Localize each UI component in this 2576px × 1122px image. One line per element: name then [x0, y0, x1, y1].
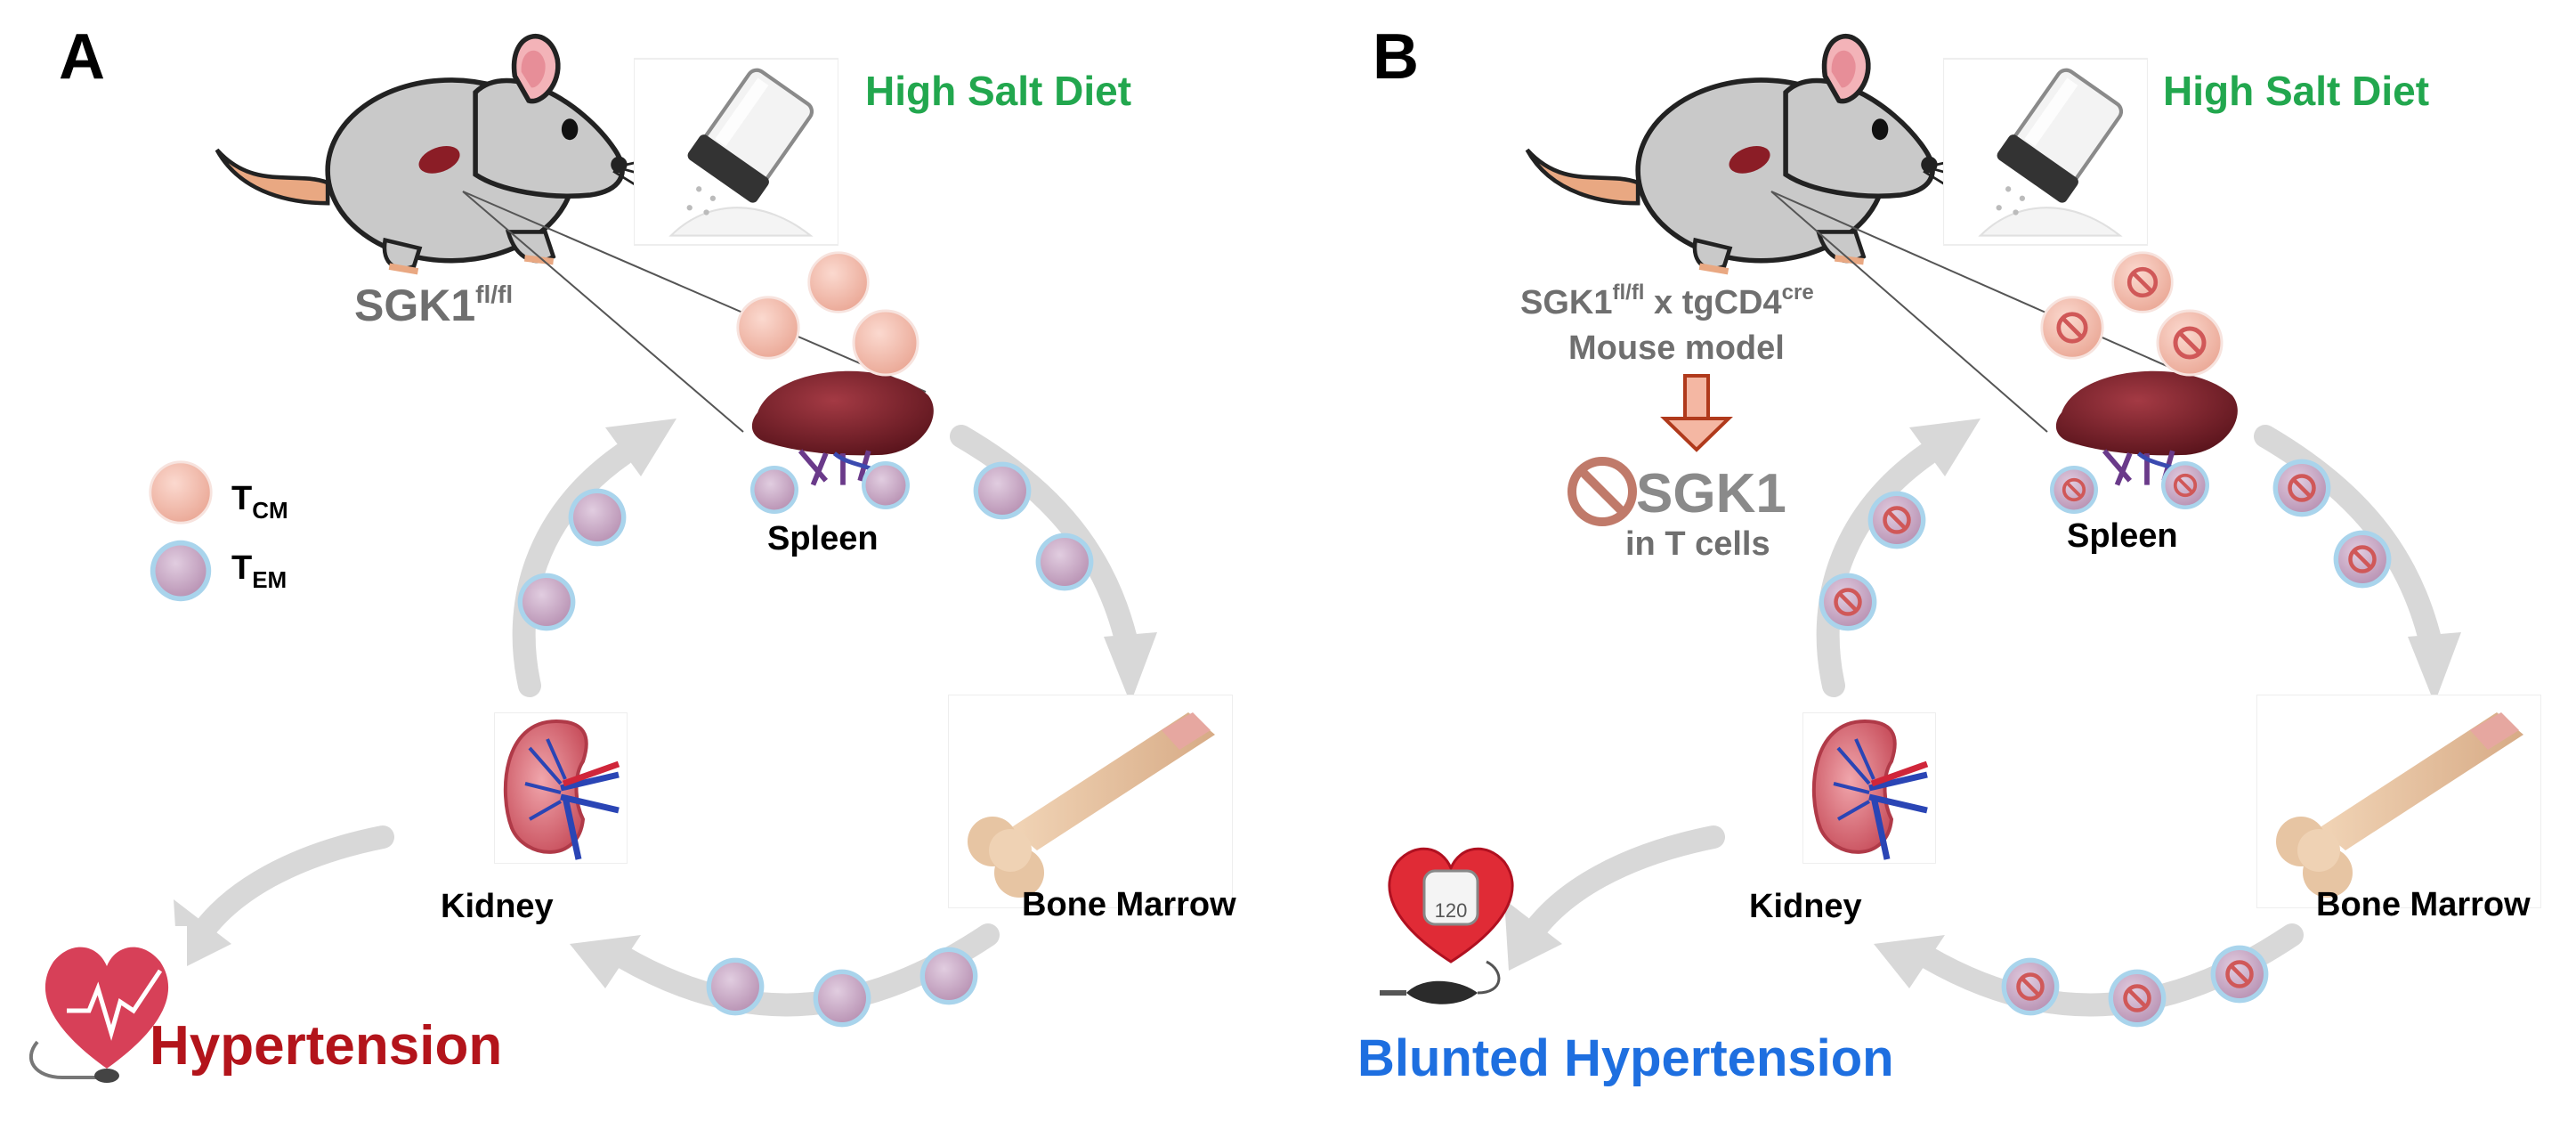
heart-monitor-icon: [1380, 849, 1512, 1004]
panel-a: A High Salt Diet SGK1fl/fl Spleen: [27, 21, 1236, 1086]
knockout-gene-label: SGK1: [1636, 463, 1786, 524]
salt-shaker-icon: [634, 59, 838, 245]
tem-cell: [1035, 533, 1094, 591]
tcm-cell: [852, 309, 919, 377]
tem-cell-inhibited: [2334, 531, 2392, 589]
outcome-label: Hypertension: [150, 1015, 502, 1077]
mouse-illustration: [217, 37, 658, 272]
knockout-context-label: in T cells: [1625, 525, 1770, 563]
tcm-cell-inhibited: [2042, 297, 2102, 358]
salt-shaker-icon: [1943, 59, 2148, 245]
tem-cell-inhibited: [2109, 970, 2167, 1028]
zoom-line: [1770, 191, 2048, 433]
tem-cell: [862, 461, 910, 509]
tcm-cell: [807, 251, 870, 313]
mouse-illustration: [1527, 37, 1968, 272]
zoom-line: [462, 191, 927, 393]
spleen-label: Spleen: [767, 520, 879, 557]
tem-cell: [919, 947, 978, 1005]
bp-reading: 120: [1435, 899, 1468, 922]
diet-label: High Salt Diet: [865, 68, 1131, 114]
kidney-label: Kidney: [1749, 888, 1862, 925]
inhibit-icon: [1567, 457, 1637, 526]
tem-cell-inhibited: [2273, 459, 2331, 517]
diet-label: High Salt Diet: [2163, 68, 2429, 114]
zoom-line: [1770, 191, 2226, 393]
bone-illustration: [2256, 695, 2541, 908]
tem-cell-inhibited: [1868, 492, 1926, 549]
tem-cell: [706, 957, 765, 1016]
outcome-label: Blunted Hypertension: [1357, 1029, 1894, 1087]
arrowheads: [1504, 419, 2461, 988]
tem-cell-inhibited: [2211, 946, 2269, 1004]
panel-a-letter: A: [59, 21, 105, 93]
tem-cell: [813, 969, 871, 1028]
legend-tcm-swatch: [149, 460, 213, 524]
down-arrow: [1660, 374, 1733, 452]
zoom-line: [462, 191, 744, 433]
tcm-cell-inhibited: [2113, 253, 2173, 313]
bone-marrow-label: Bone Marrow: [1022, 886, 1236, 923]
panel-b: B High Salt Diet SGK1fl/fl x tgCD4cre Mo…: [1357, 21, 2541, 1087]
arrowheads: [174, 419, 1157, 988]
tem-cell: [750, 466, 798, 514]
spleen-label: Spleen: [2067, 517, 2178, 555]
tem-cell: [973, 461, 1032, 520]
tem-cell-inhibited: [1819, 573, 1877, 631]
legend-tcm-label: TCM: [231, 480, 288, 524]
bone-illustration: [948, 695, 1233, 908]
tem-cell-inhibited: [2159, 459, 2211, 511]
kidney-label: Kidney: [441, 888, 554, 925]
panel-b-letter: B: [1373, 21, 1419, 93]
kidney-illustration: [1802, 712, 1936, 864]
tcm-cell: [736, 296, 800, 360]
legend-tem-swatch: [150, 540, 212, 602]
tcm-cell-inhibited: [2158, 311, 2222, 375]
tem-cell: [568, 488, 627, 547]
model-line-2: Mouse model: [1568, 329, 1785, 367]
model-line-1: SGK1fl/fl x tgCD4cre: [1520, 280, 1814, 321]
genotype-label: SGK1fl/fl: [354, 280, 513, 330]
bone-marrow-label: Bone Marrow: [2316, 886, 2531, 923]
tem-cell: [517, 573, 576, 631]
tem-cell-inhibited: [2048, 464, 2100, 516]
tem-cell-inhibited: [2002, 958, 2060, 1016]
legend-tem-label: TEM: [231, 549, 287, 593]
kidney-illustration: [494, 712, 628, 864]
